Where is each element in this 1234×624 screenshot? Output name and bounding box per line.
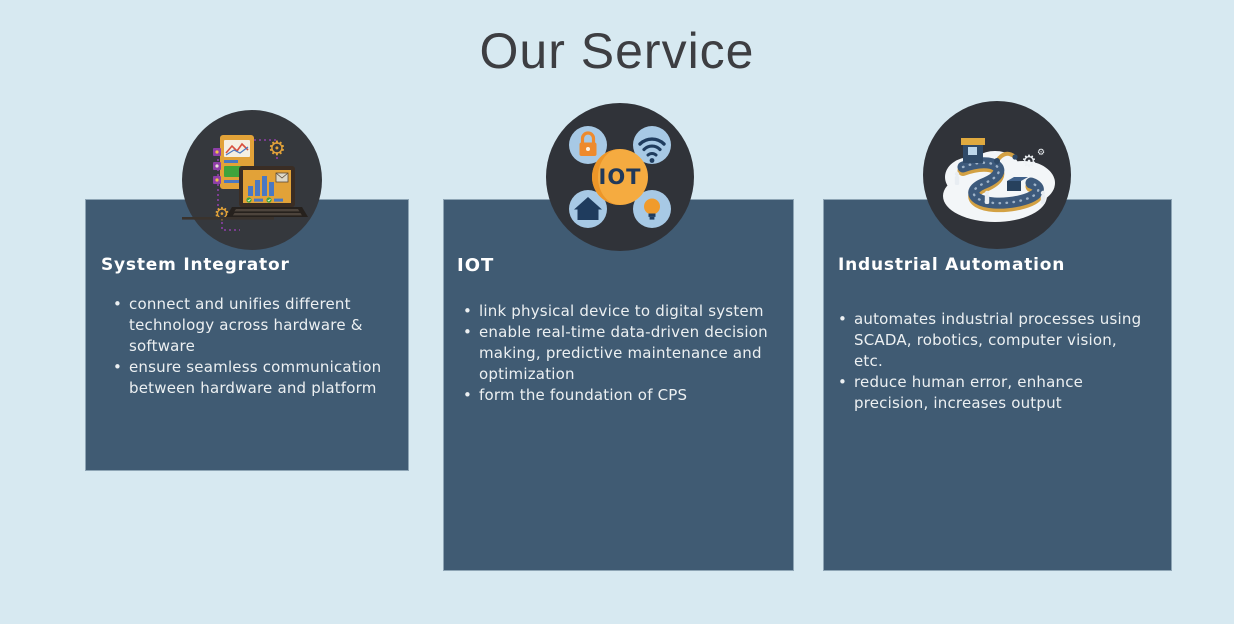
system-integrator-illustration: ⚙ ⚙ [182, 110, 322, 250]
lightbulb-icon [644, 198, 660, 220]
lock-icon [579, 131, 597, 156]
industrial-automation-icon: ⚙ ⚙ [923, 101, 1071, 249]
wifi-icon [638, 137, 666, 163]
iot-center-label: IOT [599, 165, 642, 189]
card-heading: Industrial Automation [838, 255, 1066, 275]
card-iot: IOT link physical device to digital syst… [443, 199, 794, 571]
card-heading: IOT [457, 255, 495, 276]
bullet-item: enable real-time data-driven decision ma… [463, 322, 793, 385]
svg-text:⚙: ⚙ [268, 136, 286, 160]
bullet-item: automates industrial processes using SCA… [838, 309, 1171, 372]
iot-icon: IOT [546, 103, 694, 251]
page-title: Our Service [479, 23, 755, 79]
system-integrator-icon: ⚙ ⚙ [182, 110, 322, 250]
card-bullet-list: automates industrial processes using SCA… [824, 309, 1171, 414]
svg-text:⚙: ⚙ [1037, 148, 1045, 158]
industrial-automation-illustration: ⚙ ⚙ [923, 101, 1071, 249]
home-icon [574, 197, 602, 220]
bullet-item: form the foundation of CPS [463, 385, 793, 406]
card-industrial-automation: Industrial Automation automates industri… [823, 199, 1172, 571]
svg-text:⚙: ⚙ [214, 204, 230, 225]
bullet-item: ensure seamless communication between ha… [113, 357, 408, 399]
iot-illustration: IOT [546, 103, 694, 251]
svg-text:⚙: ⚙ [1021, 152, 1036, 172]
worker-figures [954, 171, 1046, 204]
card-bullet-list: link physical device to digital system e… [444, 301, 793, 406]
card-heading: System Integrator [101, 255, 290, 275]
bullet-item: connect and unifies different technology… [113, 294, 408, 357]
bullet-item: reduce human error, enhance precision, i… [838, 372, 1171, 414]
bullet-item: link physical device to digital system [463, 301, 793, 322]
card-bullet-list: connect and unifies different technology… [86, 294, 408, 399]
